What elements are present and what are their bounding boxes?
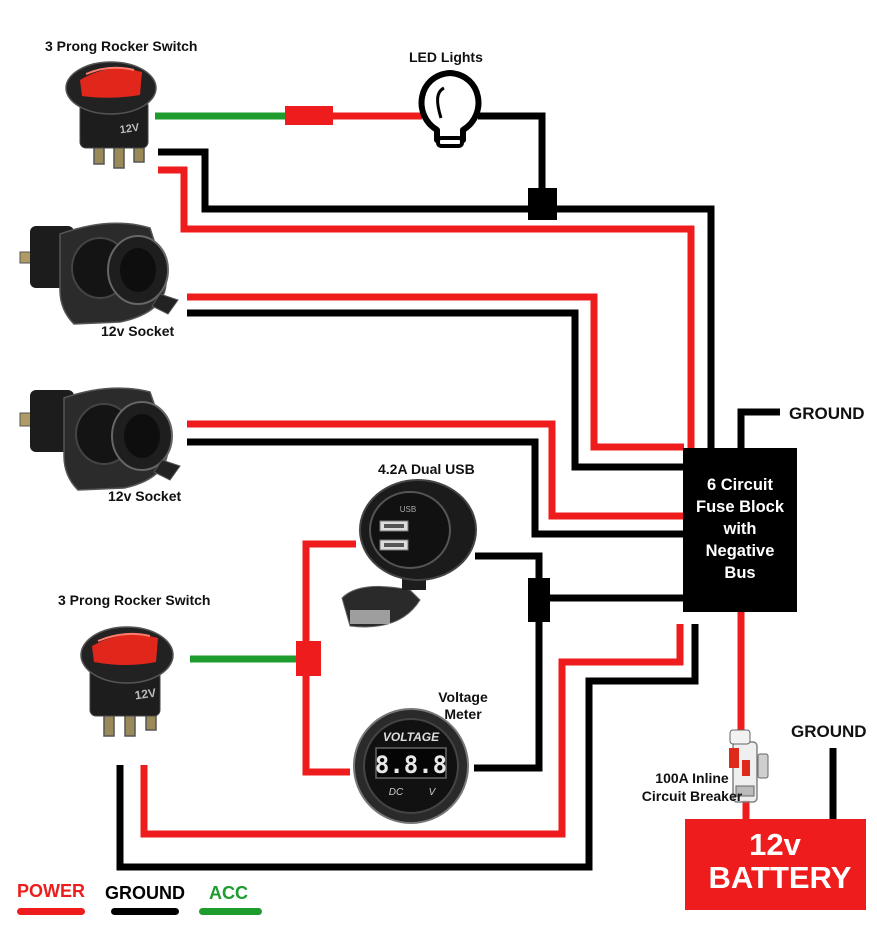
label-ground-right: GROUND xyxy=(791,722,867,741)
led-bulb-icon xyxy=(418,70,482,148)
meter-face-digits: 8.8.8 xyxy=(375,751,447,779)
label-ground-top: GROUND xyxy=(789,404,865,423)
legend: POWER GROUND ACC xyxy=(17,881,262,915)
label-rocker-switch-top: 3 Prong Rocker Switch xyxy=(45,38,197,54)
fuse-block-line-3: with xyxy=(723,520,757,538)
fuse-block-line-4: Negative xyxy=(706,542,775,560)
label-socket-1: 12v Socket xyxy=(101,323,174,339)
ground-splice-top xyxy=(528,188,557,220)
voltage-meter-image: VOLTAGE 8.8.8 DC V xyxy=(353,708,469,824)
label-breaker-2: Circuit Breaker xyxy=(642,788,743,804)
ground-wire-switch-bottom xyxy=(116,624,699,871)
label-voltage-meter-2: Meter xyxy=(444,706,482,722)
switch-mark-top: 12V xyxy=(119,122,141,137)
dual-usb-image: USB xyxy=(341,479,477,628)
meter-face-dc: DC xyxy=(389,787,404,798)
ground-wire-led xyxy=(478,112,546,192)
ground-wire-socket-1 xyxy=(187,309,684,471)
ground-wire-usb xyxy=(474,552,543,772)
legend-ground-label: GROUND xyxy=(105,883,185,903)
ground-wire-fuse-block xyxy=(737,408,780,448)
fuse-block-line-2: Fuse Block xyxy=(696,498,785,516)
ground-wire-socket-2 xyxy=(187,438,684,538)
label-socket-2: 12v Socket xyxy=(108,488,181,504)
inline-fuse-led xyxy=(285,106,333,125)
ground-splice-bottom xyxy=(528,578,550,622)
power-wire-socket-1 xyxy=(187,293,684,451)
label-breaker-1: 100A Inline xyxy=(655,770,729,786)
meter-face-v: V xyxy=(429,787,437,798)
wires xyxy=(116,112,837,871)
label-rocker-switch-bottom: 3 Prong Rocker Switch xyxy=(58,592,210,608)
battery-line-2: BATTERY xyxy=(709,860,852,895)
fuse-block-line-5: Bus xyxy=(724,564,755,582)
labels: 3 Prong Rocker Switch LED Lights 12v Soc… xyxy=(45,38,867,804)
circuit-breaker-image xyxy=(729,729,769,803)
label-usb: 4.2A Dual USB xyxy=(378,461,475,477)
power-wire-switch-bottom xyxy=(140,624,684,838)
socket-1-image xyxy=(19,222,179,325)
battery: 12v BATTERY xyxy=(685,819,866,910)
fuse-block: 6 Circuit Fuse Block with Negative Bus xyxy=(683,448,797,612)
legend-acc-label: ACC xyxy=(209,883,248,903)
power-splice-bottom xyxy=(296,641,321,676)
rocker-switch-top: 12V xyxy=(65,61,157,169)
switch-mark-bottom: 12V xyxy=(134,686,157,703)
rocker-switch-bottom: 12V xyxy=(80,626,174,737)
legend-acc-swatch xyxy=(199,908,262,915)
meter-face-title: VOLTAGE xyxy=(383,730,440,744)
legend-power-label: POWER xyxy=(17,881,85,901)
legend-power-swatch xyxy=(17,908,85,915)
legend-ground-swatch xyxy=(111,908,179,915)
label-led-lights: LED Lights xyxy=(409,49,483,65)
fuse-block-line-1: 6 Circuit xyxy=(707,476,774,494)
socket-2-image xyxy=(19,387,181,491)
usb-face-label: USB xyxy=(400,505,416,514)
label-voltage-meter-1: Voltage xyxy=(438,689,488,705)
battery-line-1: 12v xyxy=(749,827,801,862)
ground-wire-switch-top xyxy=(158,148,715,448)
power-wire-switch-top xyxy=(158,166,695,448)
power-wire-socket-2 xyxy=(187,420,684,520)
